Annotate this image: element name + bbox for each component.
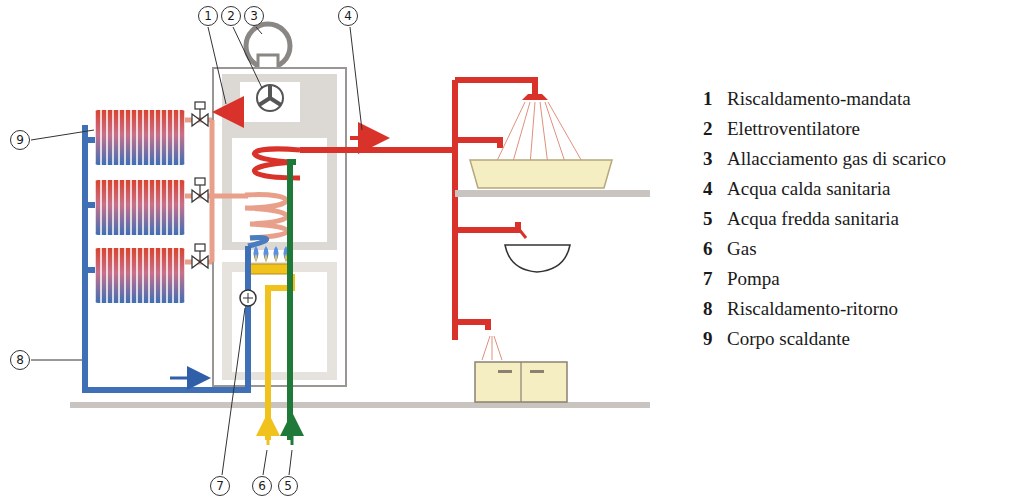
part-name: Pompa: [727, 268, 780, 290]
part-name: Acqua fredda sanitaria: [727, 208, 899, 230]
legend-number: 9: [703, 328, 713, 350]
legend-number: 5: [703, 208, 713, 230]
part-name: Gas: [727, 238, 757, 260]
callout-number: 8: [10, 350, 30, 370]
legend-number: 3: [703, 148, 713, 170]
callout-number: 2: [221, 6, 241, 26]
callout-number: 6: [252, 476, 272, 496]
callout-number: 1: [198, 6, 218, 26]
part-name: Riscaldamento-mandata: [727, 88, 911, 110]
callout-number: 4: [338, 6, 358, 26]
callout-number: 3: [244, 6, 264, 26]
legend-number: 2: [703, 118, 713, 140]
legend-number: 4: [703, 178, 713, 200]
part-name: Riscaldamento-ritorno: [727, 298, 898, 320]
part-name: Elettroventilatore: [727, 118, 860, 140]
part-name: Acqua calda sanitaria: [727, 178, 891, 200]
part-name: Allacciamento gas di scarico: [727, 148, 946, 170]
part-name: Corpo scaldante: [727, 328, 850, 350]
callout-number: 7: [210, 476, 230, 496]
radiators: [95, 110, 185, 303]
legend-number: 6: [703, 238, 713, 260]
callout-number: 5: [278, 476, 298, 496]
legend-number: 7: [703, 268, 713, 290]
legend-number: 1: [703, 88, 713, 110]
legend-number: 8: [703, 298, 713, 320]
callout-number: 9: [10, 130, 30, 150]
